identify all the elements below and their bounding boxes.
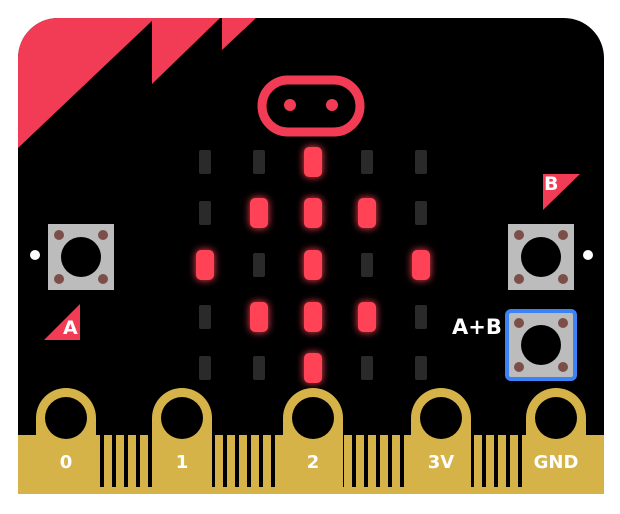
led-3-4 bbox=[415, 305, 427, 329]
pin-hole-0 bbox=[45, 397, 87, 439]
connector-gap-15 bbox=[376, 435, 380, 487]
connector-gap-9 bbox=[259, 435, 263, 487]
connector-gap-1 bbox=[112, 435, 116, 487]
led-0-2 bbox=[304, 147, 322, 177]
pin-1-label: 1 bbox=[175, 452, 189, 473]
led-2-2 bbox=[304, 250, 322, 280]
button-b[interactable] bbox=[508, 224, 574, 290]
led-4-3 bbox=[361, 356, 373, 380]
connector-gap-19 bbox=[470, 435, 474, 487]
led-3-3 bbox=[358, 302, 376, 332]
connector-gap-20 bbox=[482, 435, 486, 487]
connector-gap-14 bbox=[364, 435, 368, 487]
led-1-0 bbox=[199, 201, 211, 225]
pin-hole-1 bbox=[161, 397, 203, 439]
led-2-0 bbox=[196, 250, 214, 280]
led-3-0 bbox=[199, 305, 211, 329]
pin-2-label: 2 bbox=[306, 452, 320, 473]
connector-gap-17 bbox=[400, 435, 404, 487]
pin-0-label: 0 bbox=[59, 452, 73, 473]
connector-gap-3 bbox=[136, 435, 140, 487]
connector-gap-22 bbox=[506, 435, 510, 487]
led-3-2 bbox=[304, 302, 322, 332]
connector-gap-23 bbox=[518, 435, 522, 487]
led-0-0 bbox=[199, 150, 211, 174]
led-1-1 bbox=[250, 198, 268, 228]
led-3-1 bbox=[250, 302, 268, 332]
connector-gap-5 bbox=[211, 435, 215, 487]
connector-gap-2 bbox=[124, 435, 128, 487]
pin-hole-3v bbox=[420, 397, 462, 439]
led-0-1 bbox=[253, 150, 265, 174]
connector-gap-0 bbox=[100, 435, 104, 487]
right-edge-dot bbox=[583, 250, 593, 260]
connector-gap-16 bbox=[388, 435, 392, 487]
led-4-0 bbox=[199, 356, 211, 380]
led-4-1 bbox=[253, 356, 265, 380]
led-0-3 bbox=[361, 150, 373, 174]
pin-gnd-label: GND bbox=[533, 452, 579, 473]
led-1-4 bbox=[415, 201, 427, 225]
pin-3v-label: 3V bbox=[427, 452, 455, 473]
led-matrix bbox=[196, 147, 430, 383]
edge-connector bbox=[18, 388, 604, 494]
pin-hole-2 bbox=[292, 397, 334, 439]
button-a-marker bbox=[44, 304, 80, 340]
led-2-1 bbox=[253, 253, 265, 277]
connector-gap-4 bbox=[148, 435, 152, 487]
led-4-2 bbox=[304, 353, 322, 383]
led-0-4 bbox=[415, 150, 427, 174]
microbit-logo-icon[interactable] bbox=[257, 75, 365, 137]
led-2-4 bbox=[412, 250, 430, 280]
left-edge-dot bbox=[30, 250, 40, 260]
button-b-marker bbox=[543, 174, 580, 210]
button-a-label: A bbox=[63, 317, 78, 339]
led-4-4 bbox=[415, 356, 427, 380]
led-1-2 bbox=[304, 198, 322, 228]
pin-hole-gnd bbox=[535, 397, 577, 439]
button-ab-label: A+B bbox=[452, 315, 502, 339]
corner-accent bbox=[18, 18, 256, 148]
button-ab[interactable] bbox=[505, 309, 577, 381]
connector-gap-21 bbox=[494, 435, 498, 487]
connector-gap-6 bbox=[223, 435, 227, 487]
connector-gap-10 bbox=[271, 435, 275, 487]
connector-gap-13 bbox=[352, 435, 356, 487]
connector-gap-8 bbox=[247, 435, 251, 487]
led-2-3 bbox=[361, 253, 373, 277]
button-b-label: B bbox=[544, 173, 559, 195]
led-1-3 bbox=[358, 198, 376, 228]
button-a[interactable] bbox=[48, 224, 114, 290]
connector-gap-7 bbox=[235, 435, 239, 487]
